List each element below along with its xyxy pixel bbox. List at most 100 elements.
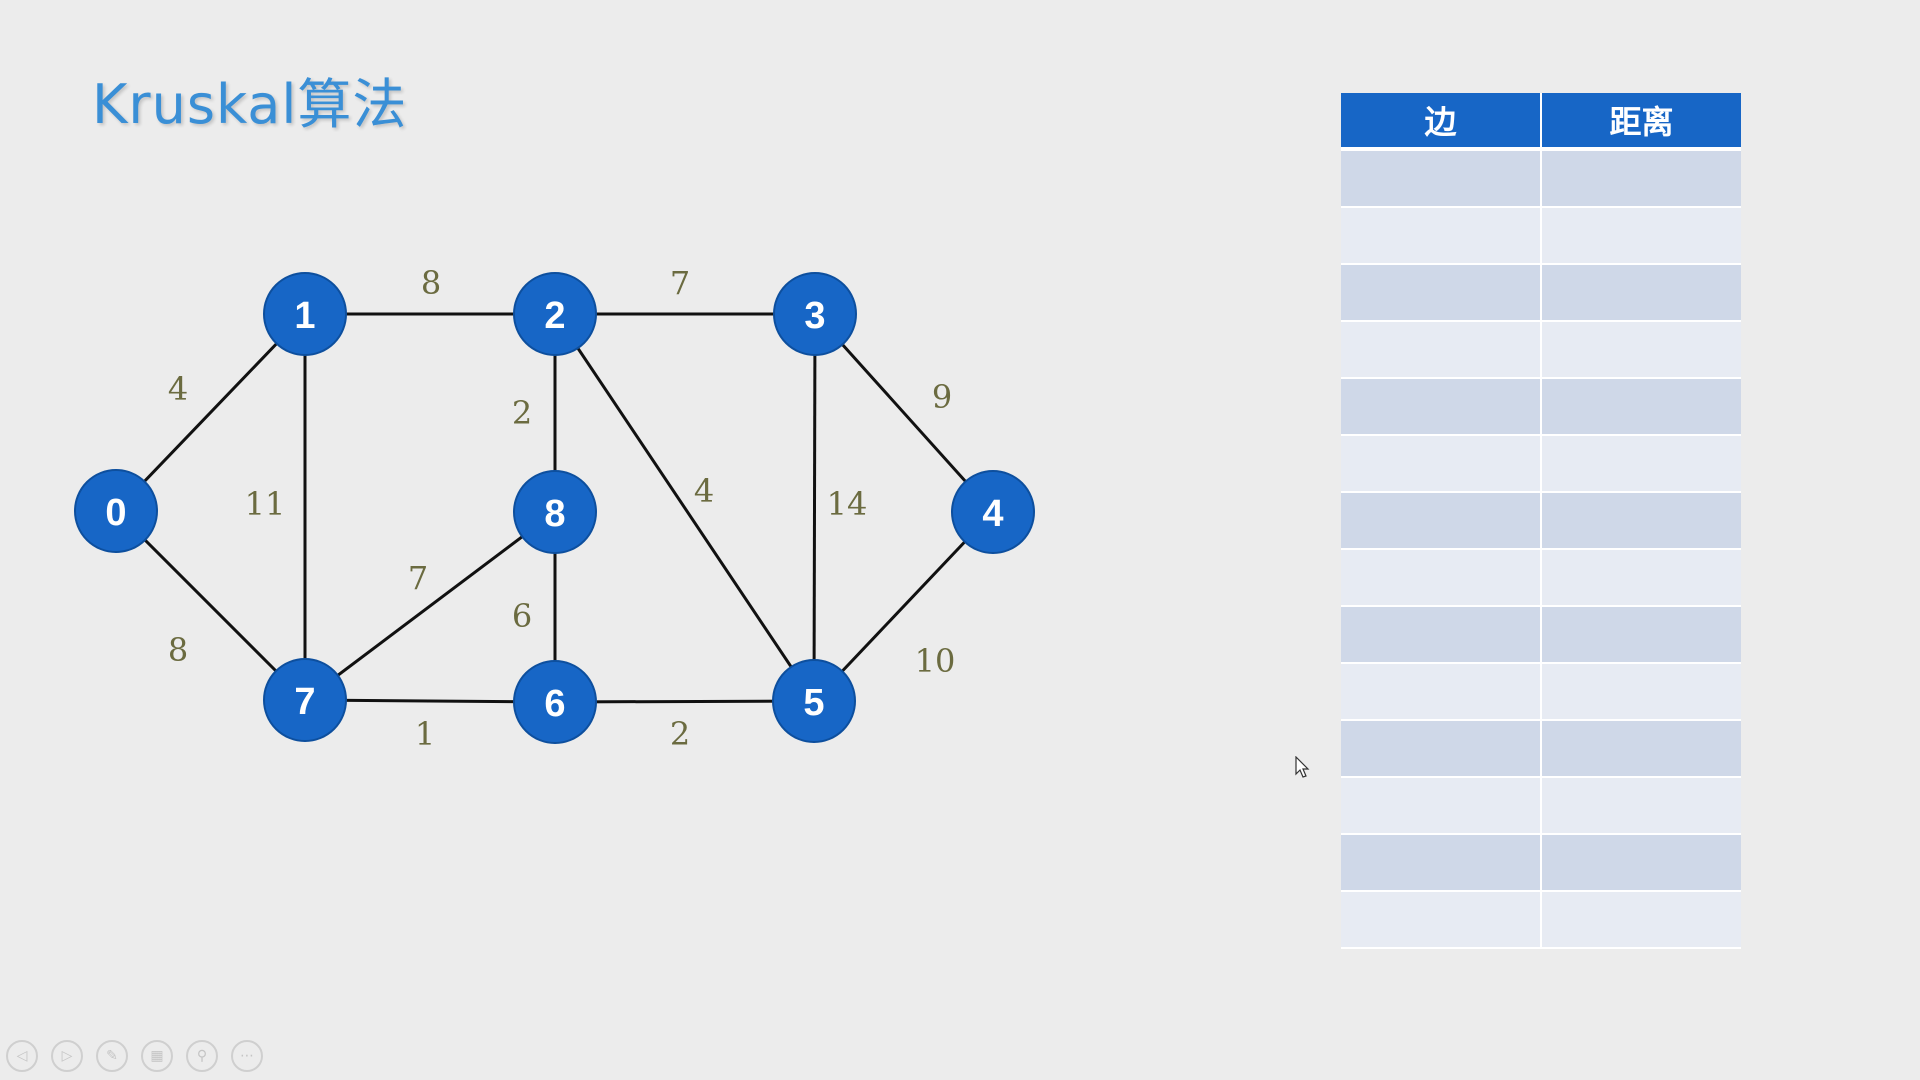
edge-3-4 xyxy=(813,312,995,514)
table-row xyxy=(1341,606,1741,664)
edge-weight-1-2: 8 xyxy=(421,264,441,302)
edge-3-5 xyxy=(812,313,817,702)
slide-overview-button[interactable]: ▦ xyxy=(141,1040,173,1072)
edge-7-8 xyxy=(304,510,556,702)
edge-weight-7-6: 1 xyxy=(415,715,435,753)
graph-node-7: 7 xyxy=(263,658,347,742)
table-row xyxy=(1341,149,1741,208)
slide-title: Kruskal算法 xyxy=(92,73,408,136)
node-circle xyxy=(513,272,597,356)
edge-weight-0-7: 8 xyxy=(168,631,188,669)
more-options-button[interactable]: ⋯ xyxy=(231,1040,263,1072)
node-label: 3 xyxy=(804,295,825,337)
distance-cell xyxy=(1541,663,1741,721)
distance-cell xyxy=(1541,264,1741,322)
table-row xyxy=(1341,378,1741,436)
edge-cell xyxy=(1341,321,1542,379)
node-circle xyxy=(951,470,1035,554)
presentation-toolbar: ◁ ▷ ✎ ▦ ⚲ ⋯ xyxy=(6,1040,263,1072)
node-label: 1 xyxy=(294,295,315,337)
edge-weight-3-4: 9 xyxy=(932,378,952,416)
distance-cell xyxy=(1541,149,1741,208)
slide-overview-icon: ▦ xyxy=(150,1048,164,1064)
distance-cell xyxy=(1541,492,1741,550)
node-circle xyxy=(513,470,597,554)
mst-edge-table: 边 距离 xyxy=(1341,93,1741,949)
edge-cell xyxy=(1341,492,1542,550)
distance-cell xyxy=(1541,378,1741,436)
graph-node-8: 8 xyxy=(513,470,597,554)
table-row xyxy=(1341,663,1741,721)
edge-cell xyxy=(1341,378,1542,436)
node-label: 6 xyxy=(544,683,565,725)
prev-slide-button[interactable]: ◁ xyxy=(6,1040,38,1072)
next-slide-icon: ▷ xyxy=(61,1048,73,1064)
table-row xyxy=(1341,264,1741,322)
zoom-button[interactable]: ⚲ xyxy=(186,1040,218,1072)
header-edge: 边 xyxy=(1341,93,1542,151)
distance-cell xyxy=(1541,549,1741,607)
edge-weight-0-1: 4 xyxy=(168,370,188,408)
node-label: 5 xyxy=(803,682,824,724)
header-distance: 距离 xyxy=(1541,93,1741,151)
edge-cell xyxy=(1341,606,1542,664)
edge-cell xyxy=(1341,435,1542,493)
edge-cell xyxy=(1341,777,1542,835)
edge-cell xyxy=(1341,891,1542,949)
edge-0-7 xyxy=(114,509,307,702)
node-circle xyxy=(773,272,857,356)
edge-weight-2-8: 2 xyxy=(512,394,532,432)
pen-tool-button[interactable]: ✎ xyxy=(96,1040,128,1072)
distance-cell xyxy=(1541,777,1741,835)
node-label: 8 xyxy=(544,493,565,535)
table-row xyxy=(1341,720,1741,778)
node-circle xyxy=(772,659,856,743)
distance-cell xyxy=(1541,207,1741,265)
distance-cell xyxy=(1541,606,1741,664)
table-row xyxy=(1341,207,1741,265)
graph-node-6: 6 xyxy=(513,660,597,744)
mouse-cursor-icon xyxy=(1295,756,1310,778)
pen-tool-icon: ✎ xyxy=(106,1048,118,1064)
node-circle xyxy=(263,272,347,356)
table-row xyxy=(1341,492,1741,550)
next-slide-button[interactable]: ▷ xyxy=(51,1040,83,1072)
distance-cell xyxy=(1541,891,1741,949)
edge-weight-6-5: 2 xyxy=(670,715,690,753)
table-row xyxy=(1341,834,1741,892)
more-options-icon: ⋯ xyxy=(240,1048,254,1064)
node-circle xyxy=(74,469,158,553)
edge-weight-8-6: 6 xyxy=(512,597,532,635)
graph-node-2: 2 xyxy=(513,272,597,356)
node-label: 2 xyxy=(544,295,565,337)
table-row xyxy=(1341,435,1741,493)
table-row xyxy=(1341,321,1741,379)
edge-2-5 xyxy=(553,313,816,702)
graph-node-0: 0 xyxy=(74,469,158,553)
edge-cell xyxy=(1341,834,1542,892)
distance-cell xyxy=(1541,321,1741,379)
node-label: 4 xyxy=(982,493,1003,535)
edge-cell xyxy=(1341,149,1542,208)
graph-node-4: 4 xyxy=(951,470,1035,554)
zoom-icon: ⚲ xyxy=(196,1048,208,1064)
edge-weight-3-5: 14 xyxy=(827,485,868,523)
edge-weight-2-3: 7 xyxy=(670,264,690,302)
graph-node-3: 3 xyxy=(773,272,857,356)
edge-cell xyxy=(1341,549,1542,607)
node-label: 7 xyxy=(294,681,315,723)
edge-cell xyxy=(1341,207,1542,265)
edge-0-1 xyxy=(114,312,307,513)
edge-weight-1-7: 11 xyxy=(245,485,286,523)
node-circle xyxy=(263,658,347,742)
edge-weight-2-5: 4 xyxy=(694,472,714,510)
edge-weight-7-8: 7 xyxy=(408,559,428,597)
edge-6-5 xyxy=(554,699,815,704)
node-label: 0 xyxy=(105,492,126,534)
table-row xyxy=(1341,549,1741,607)
table-row xyxy=(1341,891,1741,949)
graph-node-5: 5 xyxy=(772,659,856,743)
edge-cell xyxy=(1341,663,1542,721)
distance-cell xyxy=(1541,435,1741,493)
node-circle xyxy=(513,660,597,744)
